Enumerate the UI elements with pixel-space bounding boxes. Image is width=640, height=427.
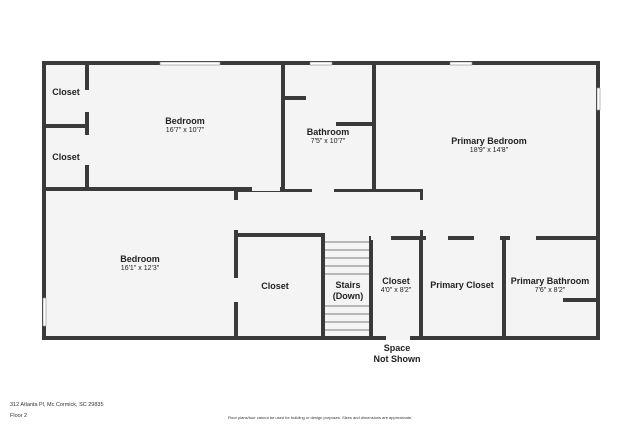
floor-label: Floor 2 bbox=[10, 413, 28, 419]
room-name: Primary Bedroom bbox=[451, 136, 527, 146]
room-name: Bedroom bbox=[120, 254, 160, 264]
room-bedroom-bottom: Bedroom 16'1" x 12'3" bbox=[120, 254, 160, 274]
room-name: Closet bbox=[52, 87, 80, 97]
room-closet-top-left: Closet bbox=[52, 87, 80, 98]
room-name: Closet bbox=[261, 281, 289, 291]
room-closet-mid-left: Closet bbox=[52, 152, 80, 163]
room-name: Primary Closet bbox=[430, 280, 494, 290]
space-note-line2: Not Shown bbox=[373, 354, 421, 365]
room-closet-center: Closet bbox=[261, 281, 289, 292]
room-dimensions: 16'1" x 12'3" bbox=[120, 265, 160, 273]
room-primary-bathroom: Primary Bathroom 7'6" x 8'2" bbox=[511, 276, 590, 296]
space-note-line1: Space bbox=[383, 343, 411, 353]
space-not-shown-note: Space Not Shown bbox=[374, 343, 421, 366]
room-dimensions: 16'7" x 10'7" bbox=[165, 127, 205, 135]
windows bbox=[42, 61, 601, 327]
stairs-direction: (Down) bbox=[332, 291, 364, 302]
door-openings bbox=[85, 90, 536, 340]
room-bedroom-top: Bedroom 16'7" x 10'7" bbox=[165, 116, 205, 136]
room-closet-small: Closet 4'0" x 8'2" bbox=[381, 276, 412, 296]
room-stairs: Stairs (Down) bbox=[332, 279, 364, 304]
stairs-treads bbox=[325, 241, 369, 331]
room-dimensions: 4'0" x 8'2" bbox=[380, 287, 412, 295]
room-dimensions: 7'5" x 10'7" bbox=[310, 138, 346, 146]
interior-walls bbox=[44, 63, 598, 338]
room-name: Bedroom bbox=[165, 116, 205, 126]
room-bathroom: Bathroom 7'5" x 10'7" bbox=[307, 127, 350, 147]
room-dimensions: 18'9" x 14'8" bbox=[469, 147, 509, 155]
property-address: 312 Atlanta Pl, Mc Cormick, SC 29835 bbox=[10, 402, 104, 408]
room-primary-closet: Primary Closet bbox=[430, 280, 494, 291]
room-name: Stairs bbox=[335, 280, 361, 290]
room-name: Closet bbox=[52, 152, 80, 162]
room-name: Closet bbox=[382, 276, 410, 286]
room-name: Bathroom bbox=[306, 127, 350, 137]
room-name: Primary Bathroom bbox=[510, 276, 590, 286]
room-primary-bedroom: Primary Bedroom 18'9" x 14'8" bbox=[451, 136, 527, 156]
room-dimensions: 7'6" x 8'2" bbox=[534, 287, 566, 295]
disclaimer: Floor plans/tour cannot be used for buil… bbox=[227, 415, 413, 420]
